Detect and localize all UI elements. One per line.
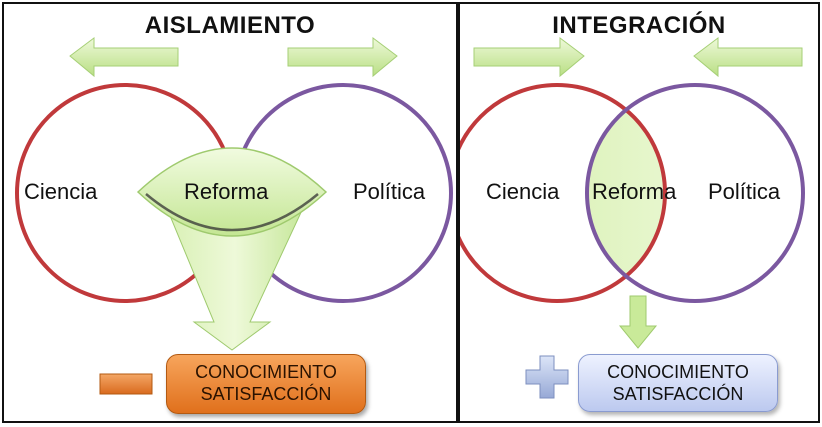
ciencia-label: Ciencia <box>24 179 98 204</box>
integracion-panel: INTEGRACIÓN Ciencia Reforma Política CON… <box>458 2 820 423</box>
ciencia-label: Ciencia <box>486 179 560 204</box>
conocimiento-text: CONOCIMIENTO <box>195 362 337 382</box>
aislamiento-panel: AISLAMIENTO Ciencia Reforma Política CON… <box>2 2 458 423</box>
reforma-label: Reforma <box>184 179 269 204</box>
conocimiento-satisfaccion-box: CONOCIMIENTO SATISFACCIÓN <box>166 354 366 414</box>
down-arrow-icon <box>618 295 658 349</box>
satisfaccion-text: SATISFACCIÓN <box>612 384 744 404</box>
aislamiento-title: AISLAMIENTO <box>144 12 316 39</box>
reforma-intersection <box>587 85 665 301</box>
satisfaccion-text: SATISFACCIÓN <box>200 384 332 404</box>
integracion-title: INTEGRACIÓN <box>552 12 726 39</box>
conocimiento-text: CONOCIMIENTO <box>607 362 749 382</box>
aislamiento-diagram <box>15 37 453 395</box>
politica-label: Política <box>708 179 781 204</box>
left-arrow-icon <box>69 37 179 78</box>
reforma-label: Reforma <box>592 179 677 204</box>
reforma-lens <box>136 147 328 237</box>
down-funnel-arrow-icon <box>165 205 305 351</box>
plus-icon <box>525 355 569 399</box>
conocimiento-satisfaccion-box: CONOCIMIENTO SATISFACCIÓN <box>578 354 778 412</box>
politica-circle <box>585 83 805 303</box>
integracion-diagram <box>460 37 805 399</box>
minus-icon <box>99 373 153 395</box>
ciencia-circle <box>460 83 667 303</box>
right-arrow-icon <box>287 37 398 78</box>
politica-label: Política <box>353 179 426 204</box>
arrow-inward-left-icon <box>473 37 585 78</box>
arrow-inward-right-icon <box>693 37 803 78</box>
